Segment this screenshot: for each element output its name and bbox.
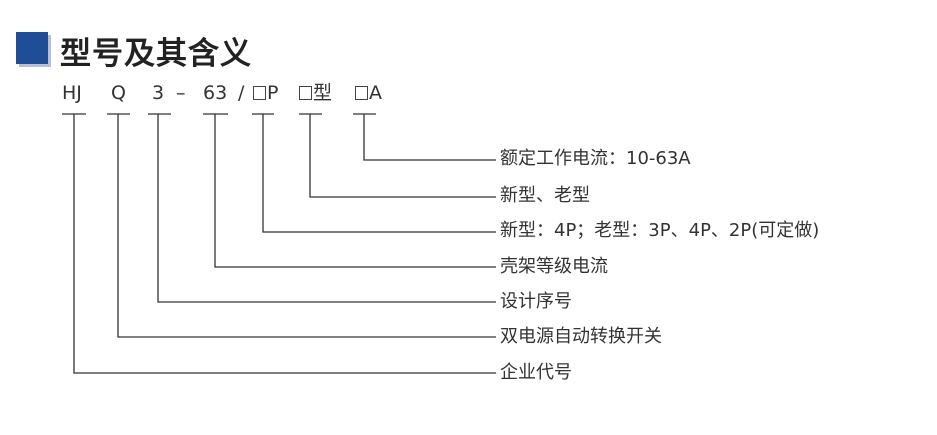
connector-function <box>117 114 496 338</box>
connector-current <box>363 114 496 161</box>
code-dash: – <box>176 82 186 104</box>
code-p-label: P <box>267 82 279 104</box>
placeholder-box-icon <box>299 86 312 100</box>
connector-type <box>309 114 496 198</box>
connector-company <box>73 114 496 374</box>
connector-poles <box>262 114 496 233</box>
heading-title: 型号及其含义 <box>60 36 252 72</box>
code-a: A <box>355 80 382 106</box>
code-p: P <box>253 80 278 106</box>
placeholder-box-icon <box>355 86 368 100</box>
code-63: 63 <box>203 82 228 104</box>
code-hj: HJ <box>62 82 82 104</box>
code-3: 3 <box>152 82 165 104</box>
connector-frame <box>214 114 496 268</box>
desc-poles: 新型：4P；老型：3P、4P、2P(可定做) <box>500 220 820 241</box>
heading-square-icon <box>16 32 48 64</box>
section-heading: 型号及其含义 <box>16 32 416 72</box>
desc-current: 额定工作电流：10-63A <box>500 148 691 169</box>
desc-company: 企业代号 <box>500 362 572 383</box>
placeholder-box-icon <box>253 86 266 100</box>
code-type-label: 型 <box>313 82 333 104</box>
code-slash: / <box>238 82 245 104</box>
desc-frame: 壳架等级电流 <box>500 256 608 277</box>
code-type: 型 <box>299 80 332 106</box>
desc-type: 新型、老型 <box>500 185 590 206</box>
desc-function: 双电源自动转换开关 <box>500 326 662 347</box>
desc-design: 设计序号 <box>500 291 572 312</box>
code-a-label: A <box>369 82 382 104</box>
code-q: Q <box>111 82 126 104</box>
connector-design <box>157 114 496 303</box>
